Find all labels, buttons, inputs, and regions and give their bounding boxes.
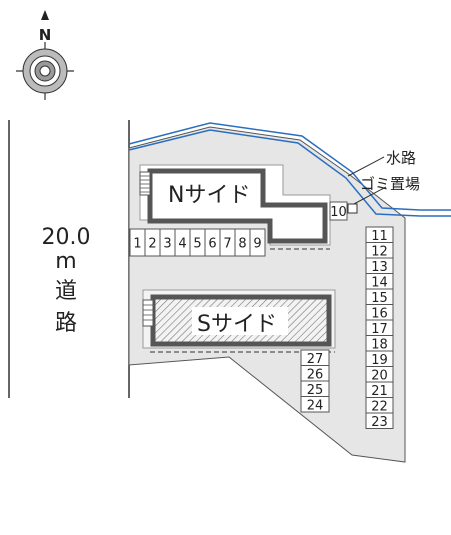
parking-slot-26-label: 26 [307, 367, 324, 382]
building-north-stairs-icon [139, 171, 151, 196]
parking-slot-1-label: 1 [133, 237, 141, 252]
building-south-stairs-icon [142, 299, 154, 327]
parking-slot-11-label: 11 [371, 229, 388, 244]
building-north-label: Nサイド [168, 183, 250, 208]
parking-slot-17-label: 17 [371, 322, 388, 337]
building-north-wall [147, 168, 328, 244]
compass: N [16, 10, 74, 100]
waterway-leader-line [347, 156, 385, 177]
building-south: Sサイド [142, 289, 336, 349]
building-north: Nサイド [139, 164, 331, 246]
parking-slot-24-box [300, 396, 330, 413]
road-unit-label: m [55, 249, 76, 274]
parking-slot-5-label: 5 [193, 237, 201, 252]
parking-slot-21-label: 21 [371, 384, 388, 399]
waterway [128, 122, 451, 217]
parking-slot-12-label: 12 [371, 244, 388, 259]
parking-slot-10-box [329, 201, 348, 221]
parking-slot-2-label: 2 [148, 237, 156, 252]
parking-slot-7-label: 7 [223, 237, 231, 252]
compass-arrow-icon [41, 10, 49, 20]
garbage-area-label: ゴミ置場 [360, 175, 420, 193]
garbage-area-box [347, 203, 358, 214]
compass-north-label: N [39, 26, 52, 44]
garbage-leader-line [351, 186, 387, 206]
parking-slot-10-label: 10 [330, 205, 347, 220]
road-name-char-1: 道 [55, 279, 77, 304]
parking-slot-23-label: 23 [371, 415, 388, 430]
parking-slot-19-label: 19 [371, 353, 388, 368]
parking-slot-27-label: 27 [307, 352, 324, 367]
building-south-label: Sサイド [197, 312, 277, 337]
compass-center-icon [39, 65, 51, 77]
road-name-char-2: 路 [55, 311, 77, 336]
parking-slot-23-box [365, 412, 394, 429]
parking-slot-3-label: 3 [163, 237, 171, 252]
parking-slot-15-label: 15 [371, 291, 388, 306]
parking-slot-24-label: 24 [307, 398, 324, 413]
parking-slot-9-label: 9 [253, 237, 261, 252]
parking-slot-14-label: 14 [371, 275, 388, 290]
parking-slot-4-label: 4 [178, 237, 186, 252]
parking-slot-6-label: 6 [208, 237, 216, 252]
parking-slot-8-label: 8 [238, 237, 246, 252]
parking-slot-9-box [249, 228, 266, 257]
parking-slot-16-label: 16 [371, 306, 388, 321]
parking-slot-18-label: 18 [371, 337, 388, 352]
waterway-label: 水路 [386, 149, 416, 167]
parking-slot-22-label: 22 [371, 399, 388, 414]
building-south-label-bg [192, 307, 288, 335]
parking-slot-20-label: 20 [371, 368, 388, 383]
parking-slot-13-label: 13 [371, 260, 388, 275]
road-width-label: 20.0 [42, 225, 91, 250]
parking-slot-25-label: 25 [307, 383, 324, 398]
